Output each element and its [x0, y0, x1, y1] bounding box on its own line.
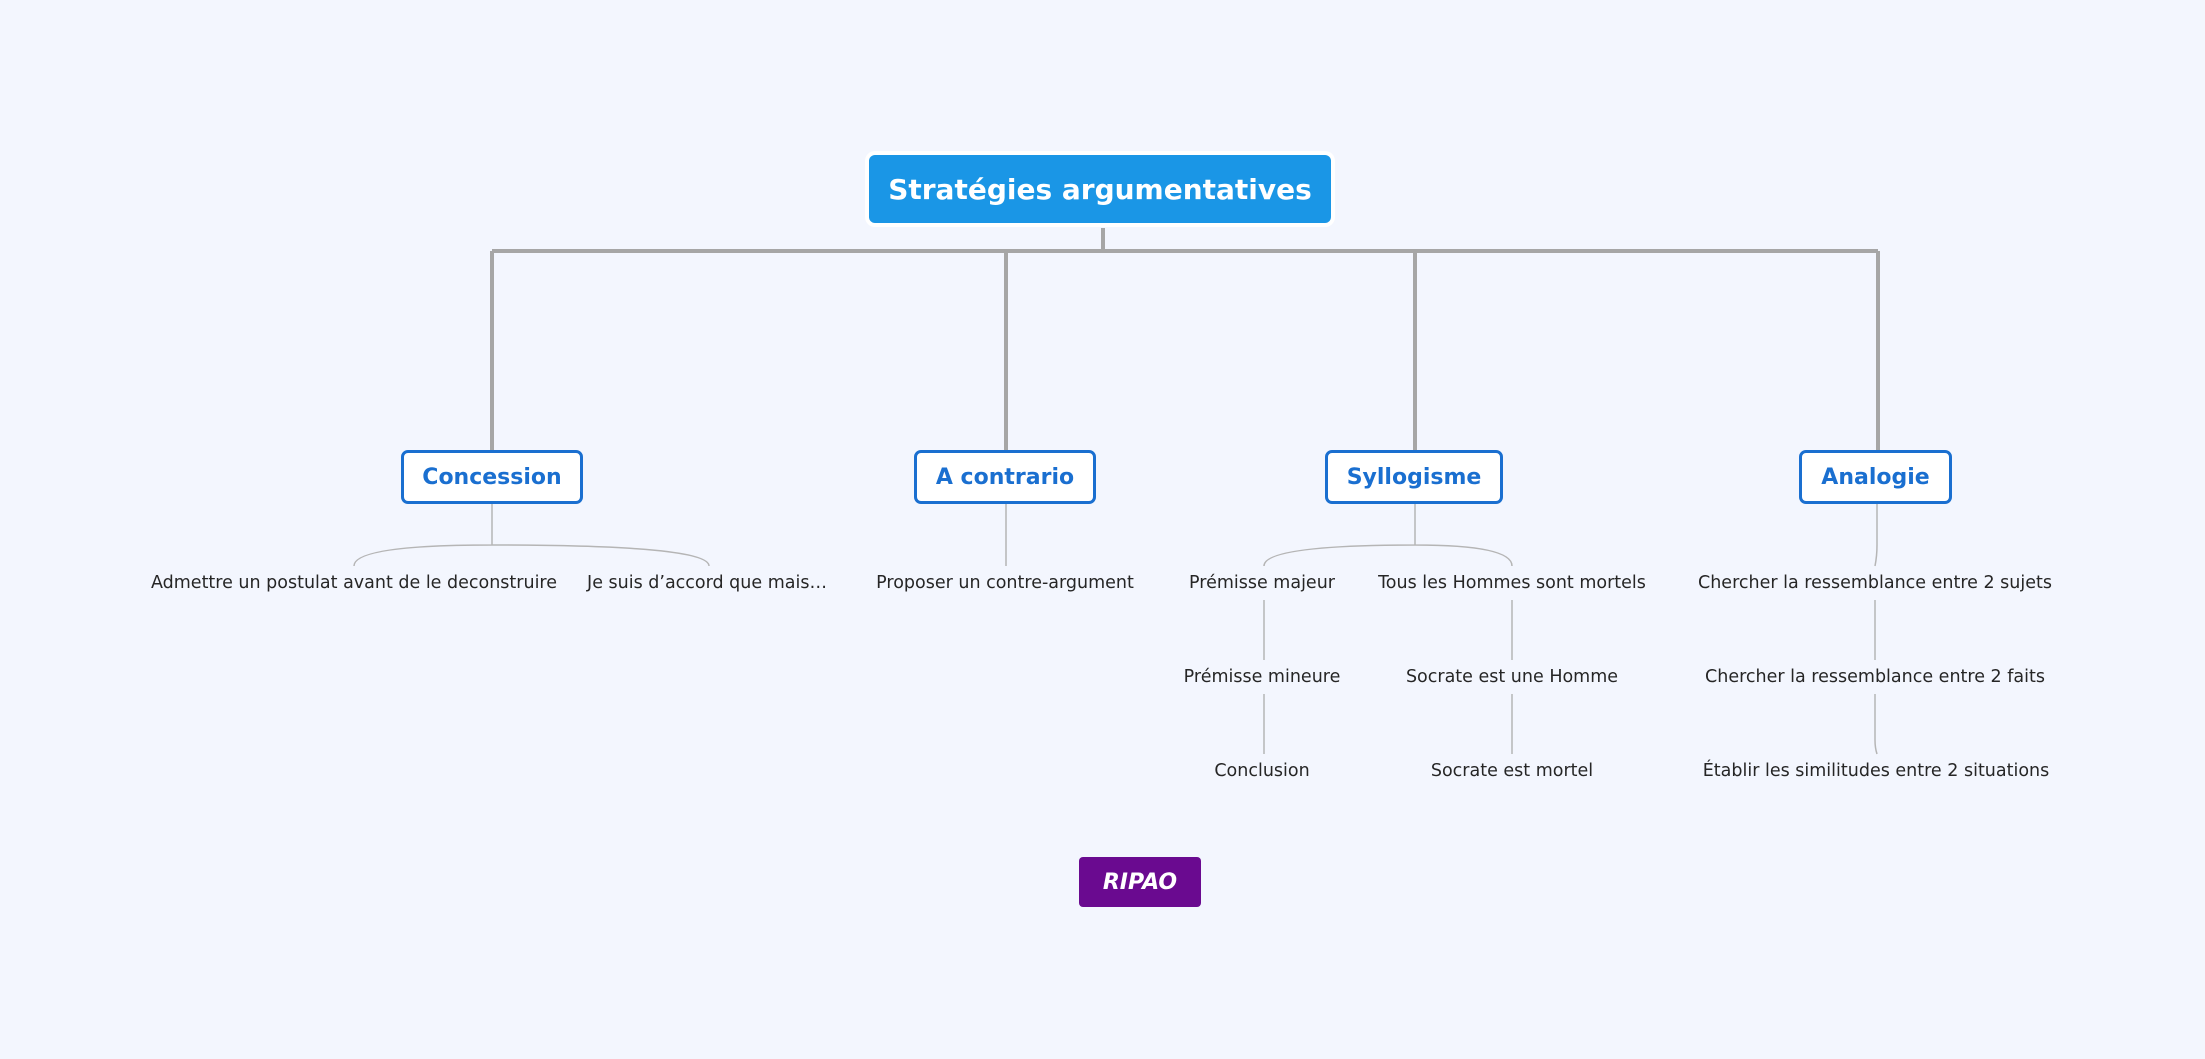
leaf-premisse-mineure[interactable]: Prémisse mineure	[1183, 667, 1341, 687]
leaf-ressemblance-sujets[interactable]: Chercher la ressemblance entre 2 sujets	[1697, 573, 2053, 593]
ripao-badge[interactable]: RIPAO	[1079, 857, 1201, 907]
branch-a-contrario[interactable]: A contrario	[914, 450, 1096, 504]
leaf-admettre-postulat[interactable]: Admettre un postulat avant de le deconst…	[150, 573, 558, 593]
leaf-ressemblance-faits[interactable]: Chercher la ressemblance entre 2 faits	[1705, 667, 2045, 687]
analogie-connectors	[1874, 504, 1878, 755]
concession-connector	[353, 504, 710, 567]
leaf-contre-argument[interactable]: Proposer un contre-argument	[876, 573, 1134, 593]
leaf-premisse-majeur[interactable]: Prémisse majeur	[1189, 573, 1335, 593]
branch-analogie[interactable]: Analogie	[1799, 450, 1952, 504]
leaf-je-suis-daccord[interactable]: Je suis d’accord que mais…	[587, 573, 827, 593]
leaf-similitudes-situations[interactable]: Établir les similitudes entre 2 situatio…	[1702, 761, 2050, 781]
branch-concession[interactable]: Concession	[401, 450, 583, 504]
leaf-socrate-mortel[interactable]: Socrate est mortel	[1430, 761, 1594, 781]
leaf-hommes-mortels[interactable]: Tous les Hommes sont mortels	[1378, 573, 1646, 593]
root-node[interactable]: Stratégies argumentatives	[869, 155, 1331, 223]
leaf-socrate-homme[interactable]: Socrate est une Homme	[1405, 667, 1619, 687]
branch-syllogisme[interactable]: Syllogisme	[1325, 450, 1503, 504]
leaf-conclusion[interactable]: Conclusion	[1214, 761, 1310, 781]
syllogisme-connector	[1263, 504, 1513, 567]
